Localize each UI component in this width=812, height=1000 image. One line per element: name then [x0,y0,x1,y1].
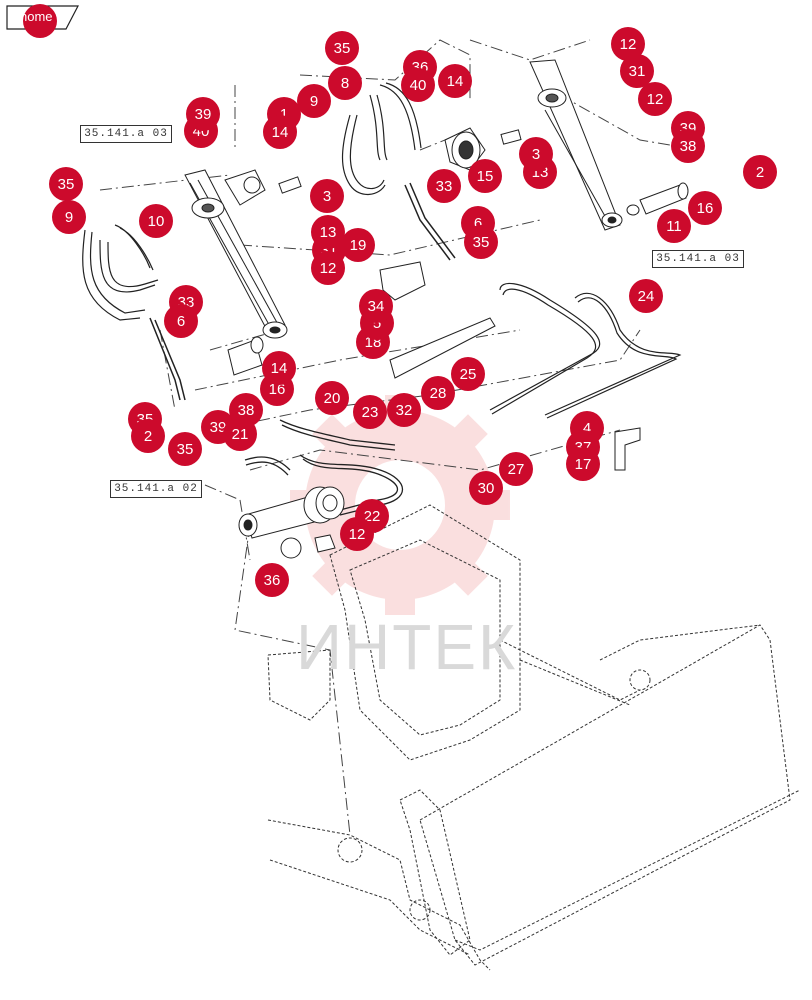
callout-marker[interactable]: 12 [638,82,672,116]
callout-marker[interactable]: 25 [451,357,485,391]
lower-cylinder [238,486,345,559]
ref-box-right[interactable]: 35.141.a 03 [652,250,744,268]
callout-marker[interactable]: 34 [359,289,393,323]
callout-marker[interactable]: 16 [688,191,722,225]
hose-clamp-bracket [614,427,641,471]
pivot-pins [227,182,689,376]
callout-marker[interactable]: 3 [519,137,553,171]
hose-bracket [379,261,426,301]
home-label: home [20,9,53,24]
callout-marker[interactable]: 40 [401,68,435,102]
callout-marker[interactable]: 14 [262,351,296,385]
callout-marker[interactable]: 23 [353,395,387,429]
callout-marker[interactable]: 20 [315,381,349,415]
callout-marker[interactable]: 28 [421,376,455,410]
callout-marker[interactable]: 27 [499,452,533,486]
callout-marker[interactable]: 6 [164,304,198,338]
callout-marker[interactable]: 13 [311,215,345,249]
callout-marker[interactable]: 9 [52,200,86,234]
callout-marker[interactable]: 19 [341,228,375,262]
callout-marker[interactable]: 12 [311,251,345,285]
left-hydraulic-hoses [82,224,186,401]
callout-marker[interactable]: 15 [468,159,502,193]
callout-marker[interactable]: 35 [464,225,498,259]
cylinder-pivot-parts [224,127,522,206]
callout-marker[interactable]: 32 [387,393,421,427]
home-button[interactable]: home [6,4,79,38]
callout-marker[interactable]: 9 [297,84,331,118]
right-lift-cylinder [529,59,623,231]
left-lift-cylinder [184,169,288,339]
callout-marker[interactable]: 12 [340,517,374,551]
callout-marker[interactable]: 3 [310,179,344,213]
callout-marker[interactable]: 24 [629,279,663,313]
callout-marker[interactable]: 35 [168,432,202,466]
callout-marker[interactable]: 39 [186,97,220,131]
home-badge [23,4,57,38]
callout-marker[interactable]: 10 [139,204,173,238]
callout-marker[interactable]: 14 [263,115,297,149]
loader-frame [267,504,801,971]
callout-marker[interactable]: 2 [131,419,165,453]
callout-marker[interactable]: 8 [328,66,362,100]
ref-box-bottom-left[interactable]: 35.141.a 02 [110,480,202,498]
callout-marker[interactable]: 36 [255,563,289,597]
watermark-text: ИНТЕК [296,611,518,683]
callout-marker[interactable]: 35 [49,167,83,201]
callout-marker[interactable]: 14 [438,64,472,98]
callout-marker[interactable]: 17 [566,447,600,481]
ref-box-top-left[interactable]: 35.141.a 03 [80,125,172,143]
callout-marker[interactable]: 38 [671,129,705,163]
long-hydraulic-hoses [489,282,682,419]
callout-marker[interactable]: 21 [223,417,257,451]
callout-marker[interactable]: 30 [469,471,503,505]
lower-hydraulic-hoses [244,419,404,516]
callout-marker[interactable]: 33 [427,169,461,203]
callout-marker[interactable]: 11 [657,209,691,243]
mounting-plate [389,317,496,379]
top-hydraulic-hoses [341,82,456,261]
callout-marker[interactable]: 35 [325,31,359,65]
callout-marker[interactable]: 2 [743,155,777,189]
